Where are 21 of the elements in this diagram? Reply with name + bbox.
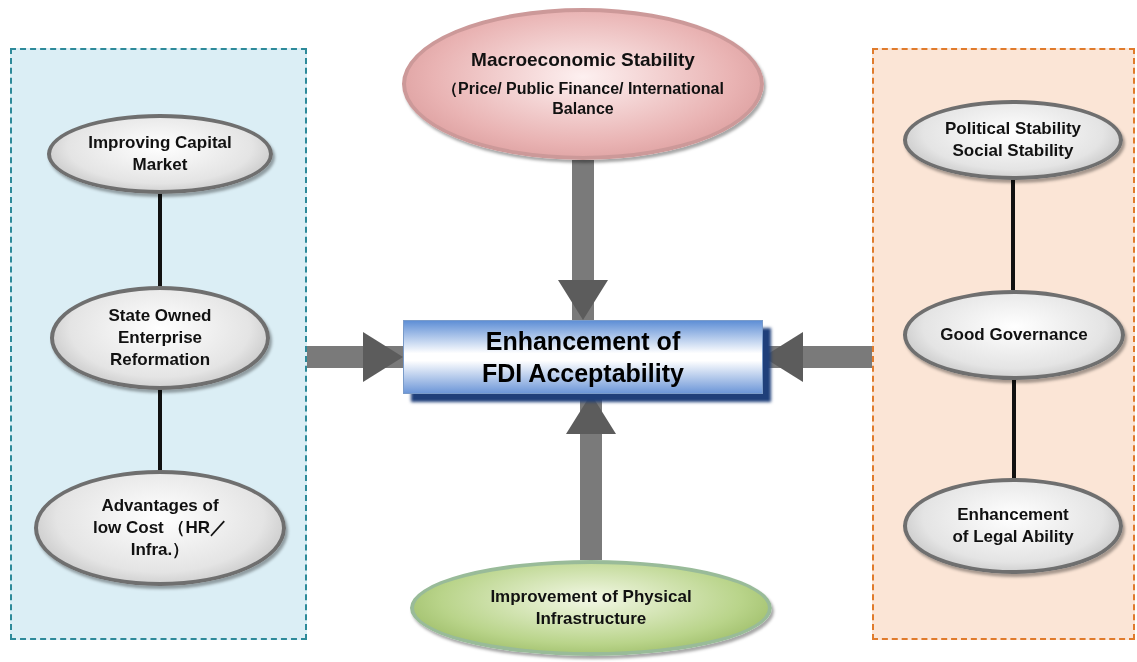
block-arrow — [558, 160, 608, 320]
node-label: Enhancement of FDI Acceptability — [481, 325, 685, 389]
block-arrow — [566, 394, 616, 560]
block-arrow — [307, 332, 403, 382]
group-panel — [872, 48, 1135, 640]
group-panel — [10, 48, 307, 640]
connector-line — [158, 390, 162, 470]
node-label: Improving Capital Market — [87, 131, 233, 176]
node-label: Enhancement of Legal Ability — [951, 503, 1075, 548]
node-subtitle: （Price/ Public Finance/ International Balance — [441, 78, 725, 120]
process-box — [403, 320, 763, 394]
node-label: Good Governance — [940, 323, 1088, 346]
node-label: Improvement of Physical Infrastructure — [489, 585, 693, 630]
connector-line — [1012, 380, 1016, 478]
node-label: State Owned Enterprise Reformation — [107, 304, 213, 372]
connector-line — [158, 194, 162, 286]
block-arrow — [763, 332, 872, 382]
node-label: Advantages of low Cost （HR／Infra.） — [91, 494, 229, 562]
node-label: Political Stability Social Stability — [943, 117, 1082, 162]
node-label: Macroeconomic Stability — [471, 47, 695, 72]
connector-line — [1011, 180, 1015, 290]
